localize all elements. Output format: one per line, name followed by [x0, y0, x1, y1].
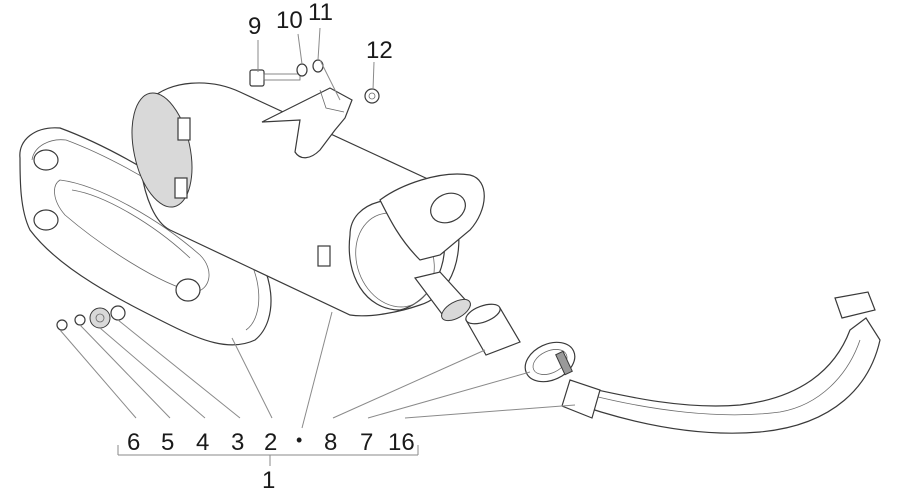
heat-shield — [19, 127, 272, 346]
gasket-sleeve — [465, 303, 521, 356]
callout-8: 8 — [324, 429, 337, 456]
header-pipe — [561, 291, 881, 434]
callout-4: 4 — [196, 429, 209, 456]
callout-3: 3 — [231, 429, 244, 456]
muffler-body — [131, 82, 485, 322]
hardware — [56, 59, 380, 331]
callout-2: 2 — [264, 429, 277, 456]
top-callouts: 9 10 11 12 — [248, 0, 393, 64]
bottom-callouts: 6 5 4 3 2 • 8 7 16 1 — [127, 429, 415, 493]
callout-bullet: • — [296, 430, 302, 450]
leader-lines — [59, 27, 576, 466]
callout-11: 11 — [308, 0, 333, 26]
callout-16: 16 — [388, 429, 415, 456]
callout-6: 6 — [127, 429, 140, 456]
callout-5: 5 — [161, 429, 174, 456]
callout-group-1: 1 — [262, 467, 275, 493]
callout-12: 12 — [366, 37, 393, 64]
callout-9: 9 — [248, 13, 261, 40]
callout-10: 10 — [276, 7, 303, 34]
pipe-clamp — [524, 341, 576, 383]
callout-7: 7 — [360, 429, 373, 456]
